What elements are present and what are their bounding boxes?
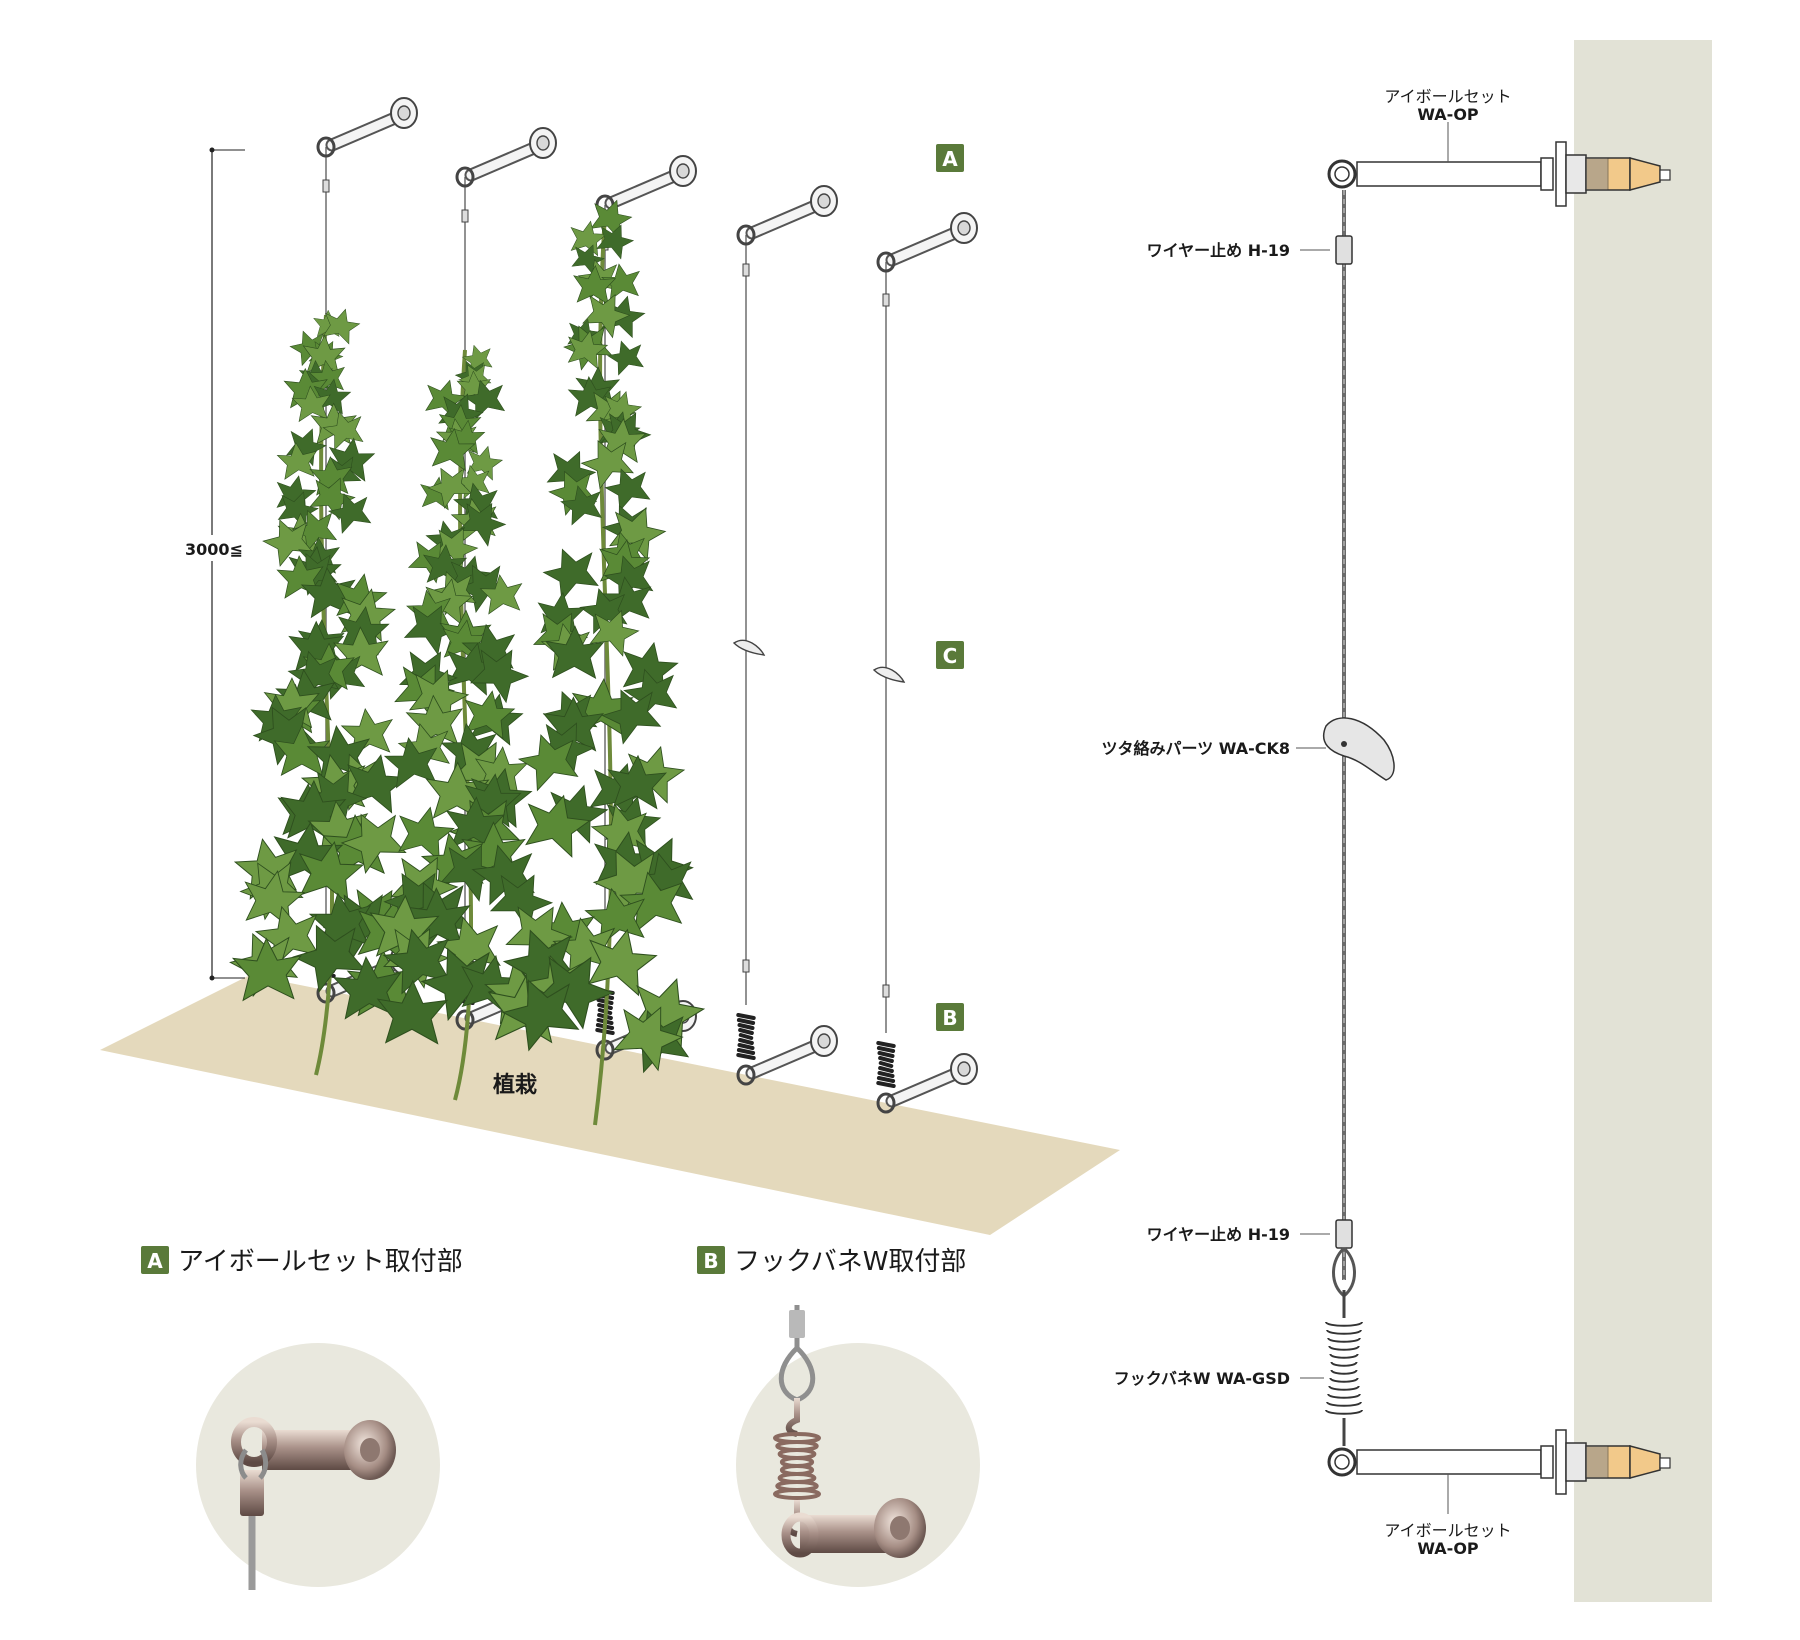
side-hook-spring (1325, 1246, 1363, 1446)
badge-a-label: A (942, 147, 958, 171)
top-bracket-1 (316, 97, 418, 158)
spring-5 (876, 1041, 896, 1088)
top-bracket-5 (876, 212, 978, 273)
detail-a-heading: アイボールセット取付部 (178, 1247, 463, 1277)
ivy-plants (222, 193, 711, 1126)
badge-a: A (936, 144, 964, 172)
ground-plane (100, 975, 1120, 1235)
height-dimension: 3000≦ (185, 147, 245, 981)
top-wire-stop-label: ワイヤー止め H-19 (1147, 241, 1290, 260)
top-eyebolt-name: アイボールセット (1384, 87, 1511, 106)
top-bracket-4 (736, 185, 838, 246)
ivy-plant-1 (222, 303, 430, 1076)
top-bracket-3 (595, 155, 697, 216)
detail-a-badge: A (147, 1249, 163, 1273)
detail-b-circle (736, 1305, 980, 1587)
wire-4 (732, 185, 838, 1086)
badge-c: C (936, 641, 964, 669)
detail-b-title: B フックバネW取付部 (697, 1246, 966, 1277)
spring-4 (736, 1013, 756, 1060)
detail-a-title: A アイボールセット取付部 (141, 1246, 463, 1277)
detail-b-heading: フックバネW取付部 (734, 1247, 966, 1277)
bottom-eyebolt-name: アイボールセット (1384, 1521, 1511, 1540)
bottom-eyebolt-code: WA-OP (1417, 1539, 1479, 1558)
ivy-plant-3 (494, 193, 711, 1126)
side-bottom-eyebolt (1327, 1429, 1671, 1495)
planting-label: 植栽 (493, 1072, 537, 1098)
bottom-bracket-4 (736, 1025, 838, 1086)
ivy-part-5 (872, 666, 906, 683)
wire-5 (872, 212, 978, 1114)
side-bottom-wire-stop (1335, 1219, 1353, 1249)
bottom-bracket-5 (876, 1053, 978, 1114)
top-eyebolt-code: WA-OP (1417, 105, 1479, 124)
wall (1574, 40, 1712, 1602)
top-bracket-2 (455, 127, 557, 188)
ivy-plant-2 (367, 340, 566, 1101)
height-dimension-label: 3000≦ (185, 540, 243, 559)
side-leader-lines (1296, 122, 1449, 1514)
detail-a-circle (196, 1343, 440, 1590)
bottom-wire-stop-label: ワイヤー止め H-19 (1147, 1225, 1290, 1244)
badge-b: B (936, 1003, 964, 1031)
detail-b-badge: B (703, 1249, 718, 1273)
hook-spring-label: フックバネW WA-GSD (1114, 1369, 1290, 1388)
badge-c-label: C (943, 644, 958, 668)
ivy-part-label: ツタ絡みパーツ WA-CK8 (1102, 739, 1290, 758)
side-top-eyebolt (1327, 141, 1671, 207)
side-top-wire-stop (1335, 235, 1353, 265)
ivy-part-4 (732, 639, 766, 656)
side-ivy-part (1323, 717, 1395, 781)
badge-b-label: B (942, 1006, 957, 1030)
